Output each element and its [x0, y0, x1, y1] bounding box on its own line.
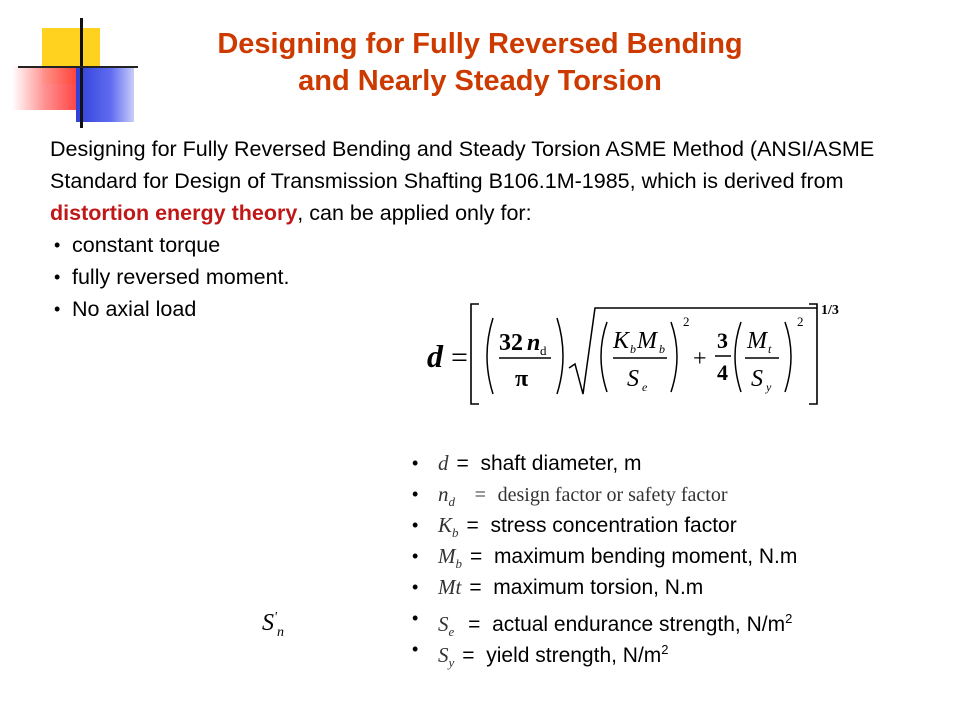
definition-desc: design factor or safety factor	[497, 484, 728, 506]
formula-coef-den: π	[515, 366, 528, 392]
definition-item: Se = actual endurance strength, N/m2	[408, 603, 948, 640]
formula-frac-den: 4	[717, 360, 728, 385]
intro-highlight: distortion energy theory	[50, 201, 298, 225]
condition-item: No axial load	[50, 293, 910, 325]
logo-blue-square	[76, 66, 134, 122]
formula-mb-sub: b	[659, 342, 665, 356]
formula-coef-num: 32	[499, 330, 523, 356]
intro-text-after: , can be applied only for:	[297, 201, 532, 225]
intro-paragraph: Designing for Fully Reversed Bending and…	[50, 133, 910, 229]
formula-plus: +	[693, 346, 707, 372]
definition-symbol: Sy	[438, 643, 455, 671]
formula-outer-exponent: 1/3	[821, 303, 839, 318]
definition-eq: =	[470, 545, 483, 568]
intro-text-before: Designing for Fully Reversed Bending and…	[50, 137, 875, 193]
conditions-list: constant torque fully reversed moment. N…	[50, 229, 910, 325]
slide-title: Designing for Fully Reversed Bending and…	[140, 26, 820, 100]
formula-term2-paren-left	[734, 321, 742, 393]
definition-desc: actual endurance strength, N/m	[492, 613, 786, 636]
definition-symbol: Mt	[438, 575, 462, 599]
definition-item: Mb = maximum bending moment, N.m	[408, 541, 948, 572]
definition-desc: stress concentration factor	[490, 514, 737, 537]
formula-equals: =	[451, 341, 468, 374]
definitions-list: d = shaft diameter, m nd = design factor …	[408, 448, 948, 671]
definition-item: nd = design factor or safety factor	[408, 479, 948, 510]
intro-block: Designing for Fully Reversed Bending and…	[50, 133, 910, 325]
formula-kb-sub: b	[630, 342, 636, 356]
definition-desc: maximum bending moment, N.m	[493, 545, 798, 568]
title-line-1: Designing for Fully Reversed Bending	[217, 28, 743, 60]
formula-paren-right	[556, 317, 564, 395]
definition-item: Kb = stress concentration factor	[408, 510, 948, 541]
formula-se: S	[627, 366, 639, 392]
definition-eq: =	[462, 644, 475, 667]
definition-eq: =	[469, 576, 482, 599]
shaft-diameter-formula: d = 32 n d π K b M b S e 2 + 3 4 M t S y…	[427, 303, 839, 405]
definition-item: Sy = yield strength, N/m2	[408, 634, 948, 671]
logo-vertical-line	[80, 18, 83, 128]
definition-symbol: Se	[438, 612, 455, 640]
decorative-logo	[0, 0, 140, 130]
definition-desc: shaft diameter, m	[480, 452, 642, 475]
formula-paren-left	[486, 317, 494, 395]
title-line-2: and Nearly Steady Torsion	[298, 65, 662, 97]
logo-horizontal-line	[18, 66, 138, 68]
definition-sup: 2	[785, 611, 793, 626]
definition-eq: =	[466, 514, 479, 537]
formula-mb: M	[636, 328, 659, 354]
formula-right-bracket	[809, 303, 818, 405]
formula-frac-num: 3	[717, 328, 728, 353]
definition-desc: maximum torsion, N.m	[493, 576, 704, 599]
logo-red-square	[12, 66, 84, 110]
definition-item: Mt = maximum torsion, N.m	[408, 572, 948, 603]
definition-symbol: Mb	[438, 544, 462, 572]
condition-item: fully reversed moment.	[50, 261, 910, 293]
formula-term2-power: 2	[797, 314, 804, 329]
definition-desc: yield strength, N/m	[486, 644, 662, 667]
definition-symbol: d	[438, 451, 449, 475]
formula-lhs: d	[427, 338, 444, 374]
formula-se-sub: e	[642, 380, 648, 394]
formula-left-bracket	[470, 303, 479, 405]
definition-sup: 2	[661, 642, 669, 657]
formula-term2-paren-right	[784, 321, 792, 393]
condition-item: constant torque	[50, 229, 910, 261]
formula-kb: K	[612, 328, 631, 354]
formula-sy: S	[751, 366, 763, 392]
definition-item: d = shaft diameter, m	[408, 448, 948, 479]
formula-coef-sub: d	[540, 343, 547, 358]
formula-coef-var: n	[527, 330, 540, 356]
definition-eq: =	[468, 613, 481, 636]
definition-eq: =	[456, 452, 469, 475]
formula-sy-sub: y	[765, 380, 772, 394]
formula-term1-paren-right	[670, 321, 678, 393]
formula-mt: M	[746, 328, 769, 354]
definition-eq: =	[474, 484, 486, 506]
formula-mt-sub: t	[768, 342, 772, 356]
definition-symbol: Kb	[438, 513, 459, 541]
definition-symbol: nd	[438, 482, 455, 510]
formula-sqrt-sign	[568, 307, 817, 395]
formula-term1-paren-left	[600, 321, 608, 393]
sn-prime-symbol: S'n	[262, 610, 284, 640]
formula-term1-power: 2	[683, 314, 690, 329]
